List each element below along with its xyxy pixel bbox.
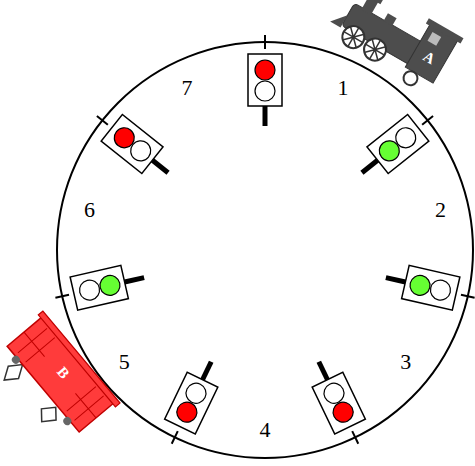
signal-lamp <box>127 137 155 165</box>
boxcar-roof <box>38 311 120 407</box>
signal-pole <box>263 106 268 126</box>
signal-box <box>402 265 460 310</box>
sector-number: 2 <box>435 199 446 221</box>
smokestack-cap <box>366 0 383 4</box>
signal-pole <box>386 278 405 282</box>
sector-tick <box>422 116 433 125</box>
wheel <box>360 35 390 65</box>
signal-box <box>101 115 163 174</box>
signal-box <box>312 372 365 434</box>
sector-tick <box>172 431 178 444</box>
steam-dome <box>383 13 396 26</box>
sector-tick <box>264 35 266 49</box>
cowcatcher <box>330 9 347 27</box>
sector-tick <box>461 295 475 298</box>
signal-lamp <box>375 137 403 165</box>
track-circle <box>57 42 473 458</box>
signal-lamp <box>183 380 210 407</box>
sector-tick <box>352 431 358 444</box>
signal-pole <box>152 160 168 172</box>
signal-lamp <box>408 273 432 297</box>
signal-pole <box>319 362 328 380</box>
signal-pole <box>203 362 212 380</box>
signal-lamp <box>98 273 122 297</box>
signal-lamp <box>429 278 453 302</box>
signal <box>52 261 148 314</box>
signal-lamp <box>78 278 102 302</box>
axle <box>10 354 21 365</box>
signal <box>248 35 282 126</box>
wheel <box>401 69 420 88</box>
sector-number: 7 <box>181 77 192 99</box>
sector-number: 5 <box>119 351 130 373</box>
boxcar-rib <box>10 319 111 429</box>
signal <box>303 354 373 451</box>
signal-box <box>165 372 218 434</box>
sector-number: 1 <box>338 77 349 99</box>
axle <box>62 415 73 426</box>
signal-box <box>367 115 429 174</box>
signal-pole <box>362 160 378 172</box>
sector-number: 4 <box>260 419 271 441</box>
signal-lamp <box>321 380 348 407</box>
boxcar <box>0 311 120 450</box>
signal-lamp <box>255 81 275 101</box>
signal-box <box>248 54 282 106</box>
signal <box>382 261 475 314</box>
sector-tick <box>55 295 69 298</box>
signal <box>351 103 443 186</box>
sector-number: 3 <box>400 351 411 373</box>
signal-box <box>70 265 128 310</box>
cab-window <box>428 32 442 46</box>
signal-pole <box>125 278 144 282</box>
sector-number: 6 <box>84 199 95 221</box>
signal <box>86 103 178 186</box>
sector-tick <box>97 116 108 125</box>
signal <box>156 354 226 451</box>
signal-lamp <box>255 60 275 80</box>
smokestack <box>361 0 379 15</box>
